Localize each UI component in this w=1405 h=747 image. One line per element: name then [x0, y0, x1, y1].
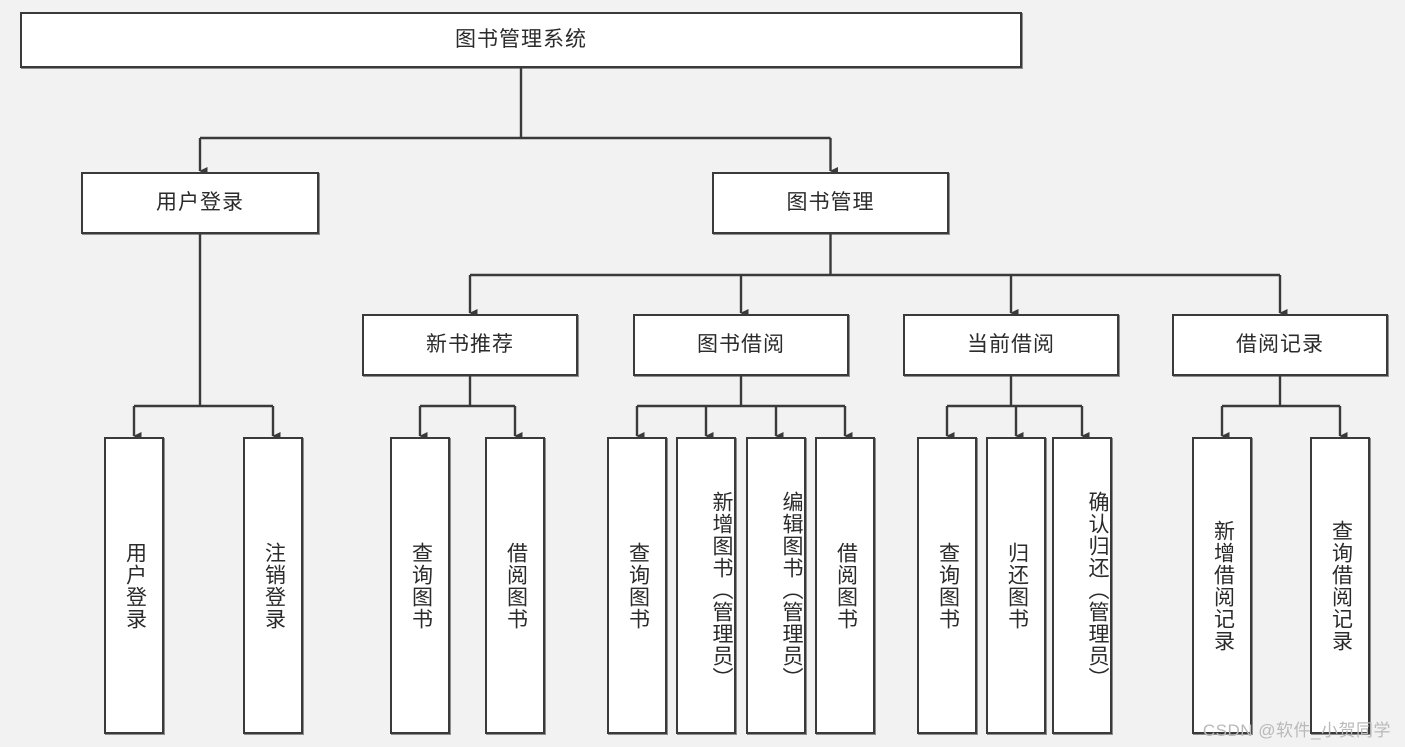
node-root[interactable]: 图书管理系统 — [20, 12, 1022, 68]
node-leaf-user-login[interactable]: 用户登录 — [104, 437, 164, 734]
node-book-borrow[interactable]: 图书借阅 — [633, 314, 849, 376]
node-leaf-return-book[interactable]: 归还图书 — [986, 437, 1046, 734]
node-leaf-query-book-current[interactable]: 查询图书 — [917, 437, 977, 734]
node-leaf-borrow-book-recommend[interactable]: 借阅图书 — [485, 437, 545, 734]
node-borrow-record[interactable]: 借阅记录 — [1172, 314, 1388, 376]
node-current-borrow[interactable]: 当前借阅 — [903, 314, 1119, 376]
node-label: 用户登录 — [123, 541, 147, 630]
node-label: 注销登录 — [262, 541, 286, 630]
node-label: 图书管理系统 — [455, 28, 587, 52]
node-user-login[interactable]: 用户登录 — [81, 172, 319, 234]
node-label: 图书管理 — [786, 191, 875, 215]
node-leaf-add-borrow-record[interactable]: 新增借阅记录 — [1192, 437, 1252, 734]
node-leaf-query-book-recommend[interactable]: 查询图书 — [390, 437, 450, 734]
node-book-manage[interactable]: 图书管理 — [712, 172, 949, 234]
node-label: 新书推荐 — [426, 333, 514, 357]
node-leaf-confirm-return[interactable]: 确认归还（管理员） — [1052, 437, 1112, 734]
node-label: 借阅记录 — [1236, 333, 1324, 357]
node-label: 新增借阅记录 — [1211, 519, 1235, 652]
node-label: 归还图书 — [1005, 541, 1029, 630]
node-label: 确认归还（管理员） — [1086, 490, 1109, 689]
node-label: 借阅图书 — [834, 541, 858, 630]
node-leaf-borrow-book[interactable]: 借阅图书 — [815, 437, 875, 734]
node-leaf-query-borrow-record[interactable]: 查询借阅记录 — [1310, 437, 1370, 734]
node-label: 查询图书 — [626, 541, 650, 630]
node-label: 用户登录 — [156, 191, 244, 215]
watermark-text: CSDN @软件_小贺同学 — [1202, 721, 1391, 740]
node-leaf-query-book-borrow[interactable]: 查询图书 — [607, 437, 667, 734]
node-new-book-recommend[interactable]: 新书推荐 — [362, 314, 578, 376]
node-leaf-add-book[interactable]: 新增图书（管理员） — [676, 437, 736, 734]
node-label: 图书借阅 — [697, 333, 785, 357]
node-label: 新增图书（管理员） — [710, 490, 733, 689]
node-leaf-logout[interactable]: 注销登录 — [243, 437, 303, 734]
node-label: 借阅图书 — [504, 541, 528, 630]
node-leaf-edit-book[interactable]: 编辑图书（管理员） — [746, 437, 806, 734]
node-label: 编辑图书（管理员） — [780, 490, 803, 689]
node-label: 查询图书 — [409, 541, 433, 630]
node-label: 查询图书 — [936, 541, 960, 630]
node-label: 当前借阅 — [967, 333, 1055, 357]
node-label: 查询借阅记录 — [1329, 519, 1353, 652]
